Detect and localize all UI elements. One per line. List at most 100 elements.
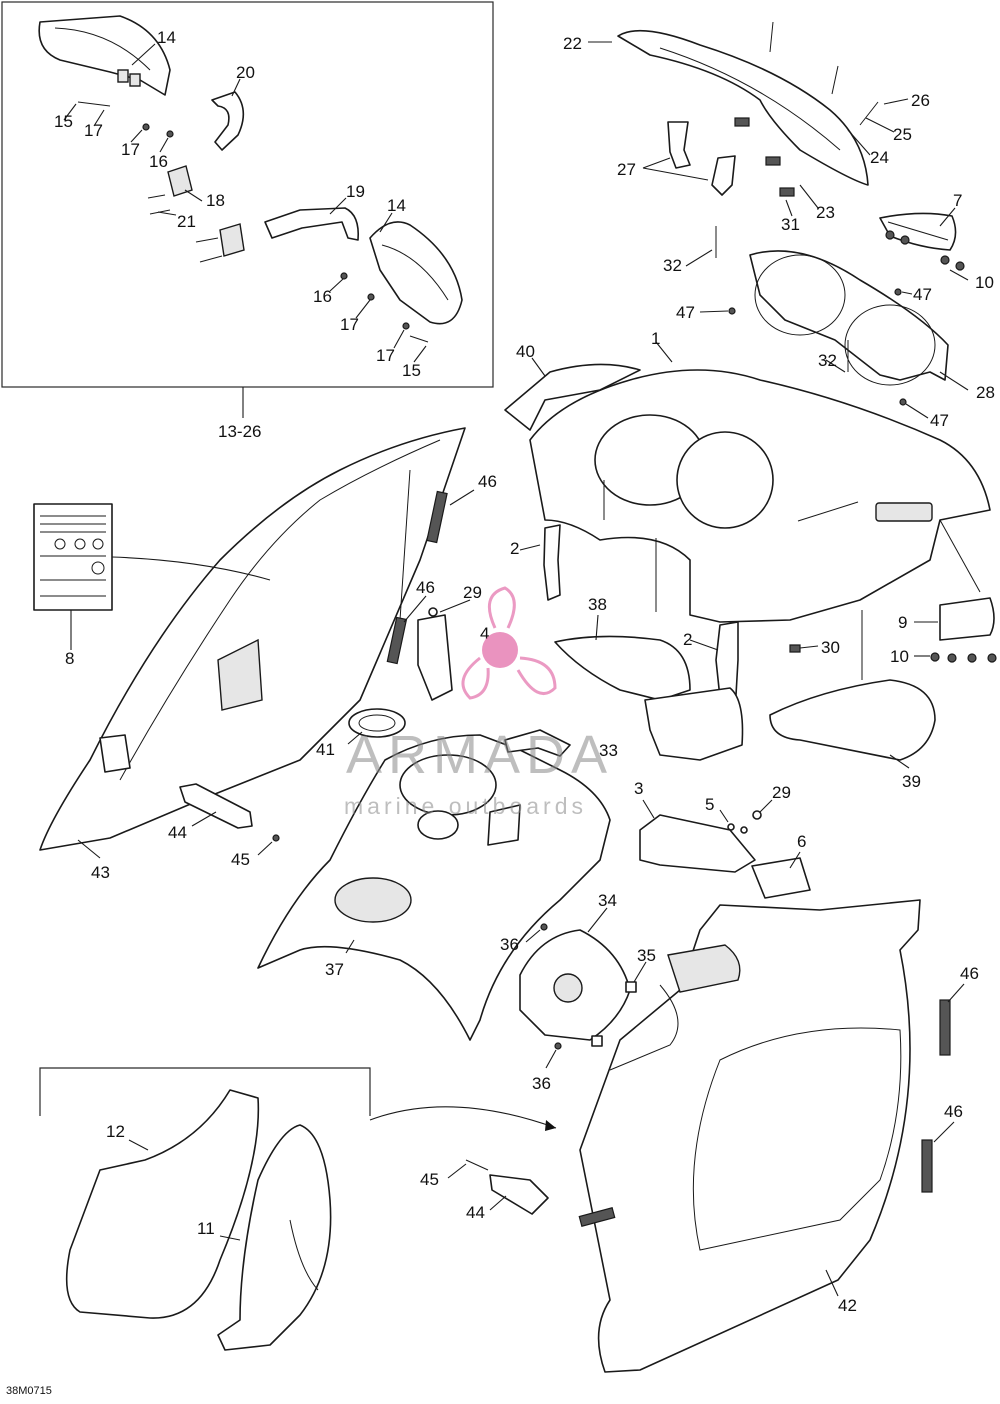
callout-43: 43 xyxy=(91,863,110,882)
center-parts-group xyxy=(519,524,936,769)
callout-46c: 46 xyxy=(960,964,979,983)
callout-21: 21 xyxy=(177,212,196,231)
washer-30 xyxy=(789,644,801,653)
plate-6 xyxy=(751,857,811,899)
bracket-3 xyxy=(639,814,756,873)
callout-1: 1 xyxy=(651,329,660,348)
cover-plate-group xyxy=(914,519,997,663)
trim-panel-12 xyxy=(65,1089,260,1319)
callout-15b: 15 xyxy=(402,361,421,380)
callout-17b: 17 xyxy=(121,140,140,159)
group-label: 13-26 xyxy=(218,422,261,441)
callout-29b: 29 xyxy=(772,783,791,802)
callout-46d: 46 xyxy=(944,1102,963,1121)
warning-label-group xyxy=(33,503,271,650)
callout-2a: 2 xyxy=(510,539,519,558)
trim-inset-frame xyxy=(39,1067,371,1116)
callout-14a: 14 xyxy=(157,28,176,47)
gauge-support-28 xyxy=(749,250,949,381)
callout-28: 28 xyxy=(976,383,995,402)
callout-7: 7 xyxy=(953,191,962,210)
callout-30: 30 xyxy=(821,638,840,657)
callout-26: 26 xyxy=(911,91,930,110)
left-side-panel-group xyxy=(39,427,475,859)
grab-handle-lower xyxy=(447,1159,549,1215)
callout-16a: 16 xyxy=(149,152,168,171)
callout-9: 9 xyxy=(898,613,907,632)
callout-35: 35 xyxy=(637,946,656,965)
callout-41: 41 xyxy=(316,740,335,759)
callout-16b: 16 xyxy=(313,287,332,306)
rear-cover-group xyxy=(519,907,647,1069)
callout-5: 5 xyxy=(705,795,714,814)
handlebar-inset xyxy=(1,1,494,388)
panel-trim-40 xyxy=(504,363,641,431)
figure-reference-code: 38M0715 xyxy=(6,1385,52,1397)
handle-mount xyxy=(99,734,131,773)
callout-25: 25 xyxy=(893,125,912,144)
callout-36b: 36 xyxy=(532,1074,551,1093)
clamp-18b xyxy=(219,223,245,257)
callout-labels: 14 20 15 17 17 16 18 21 19 14 16 17 17 1… xyxy=(6,28,995,1397)
cover-plate-9 xyxy=(939,597,995,641)
trim-inset xyxy=(39,1067,557,1351)
callout-14b: 14 xyxy=(387,196,406,215)
watermark: ARMADA marine outboards xyxy=(344,586,613,819)
watermark-logo xyxy=(461,586,557,700)
callout-47a: 47 xyxy=(913,285,932,304)
handle-19 xyxy=(264,207,360,241)
callout-31: 31 xyxy=(781,215,800,234)
callout-32b: 32 xyxy=(818,351,837,370)
callout-19: 19 xyxy=(346,182,365,201)
gauge-support-group xyxy=(685,226,969,419)
callout-17c: 17 xyxy=(340,315,359,334)
callout-11: 11 xyxy=(197,1219,215,1238)
grab-handle-44b xyxy=(489,1174,549,1215)
callout-3: 3 xyxy=(634,779,643,798)
callout-46b: 46 xyxy=(416,578,435,597)
callout-47b: 47 xyxy=(676,303,695,322)
callout-44b: 44 xyxy=(466,1203,485,1222)
clip-33 xyxy=(504,729,571,757)
callout-12: 12 xyxy=(106,1122,125,1141)
callout-45b: 45 xyxy=(420,1170,439,1189)
bracket-4 xyxy=(417,614,453,701)
watermark-brand: ARMADA xyxy=(346,725,613,785)
front-cover-group xyxy=(257,708,611,1041)
callout-32a: 32 xyxy=(663,256,682,275)
bracket-group xyxy=(417,599,811,899)
callout-8: 8 xyxy=(65,649,74,668)
callout-33: 33 xyxy=(599,741,618,760)
side-panel-43 xyxy=(39,427,466,851)
front-cover-37 xyxy=(257,734,611,1041)
vent-grille-group xyxy=(879,207,969,281)
gauge-opening-right xyxy=(676,431,774,529)
grab-handle-upper xyxy=(179,783,280,856)
callout-27: 27 xyxy=(617,160,636,179)
callout-23: 23 xyxy=(816,203,835,222)
callout-2b: 2 xyxy=(683,630,692,649)
handle-bracket-20 xyxy=(211,91,245,151)
windshield-22 xyxy=(617,29,869,186)
callout-22: 22 xyxy=(563,34,582,53)
watermark-tagline: marine outboards xyxy=(344,793,587,819)
right-side-panel-group xyxy=(578,899,965,1373)
callout-37: 37 xyxy=(325,960,344,979)
callout-46a: 46 xyxy=(478,472,497,491)
storage-bin-38 xyxy=(554,635,691,701)
callout-40: 40 xyxy=(516,342,535,361)
latch-2a xyxy=(543,524,561,601)
ring-41 xyxy=(348,708,406,738)
callout-45a: 45 xyxy=(231,850,250,869)
callout-20: 20 xyxy=(236,63,255,82)
callout-10b: 10 xyxy=(890,647,909,666)
callout-44a: 44 xyxy=(168,823,187,842)
button-27b xyxy=(711,155,736,196)
grab-handle-44a xyxy=(179,783,253,829)
bin-tray-38 xyxy=(644,687,744,761)
guard-tab xyxy=(117,69,129,83)
warning-label-8 xyxy=(33,503,113,611)
cushion-39 xyxy=(769,679,936,761)
